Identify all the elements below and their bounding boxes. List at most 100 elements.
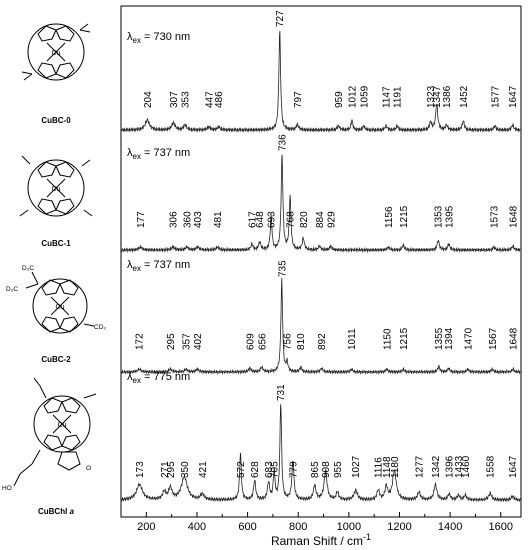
peak-label: 693	[267, 211, 278, 228]
peak-label: 1147	[382, 86, 393, 108]
peak-label: 1059	[359, 85, 370, 108]
peak-label: 306	[169, 211, 180, 228]
peak-label: 1558	[486, 455, 497, 478]
peak-label: 204	[143, 91, 154, 108]
peak-label: 959	[334, 91, 345, 108]
peak-label: 727	[275, 10, 286, 27]
spectrum-line	[121, 277, 521, 376]
excitation-label: λex = 775 nm	[127, 371, 190, 385]
excitation-label: λex = 737 nm	[127, 259, 190, 273]
peak-label: 1011	[347, 328, 358, 350]
x-tick-label: 400	[188, 521, 206, 533]
peak-label: 884	[315, 211, 326, 228]
peak-label: 1191	[393, 86, 404, 108]
peak-label: 1433	[454, 455, 465, 478]
peak-label: 768	[286, 211, 297, 228]
peak-label: 908	[321, 461, 332, 478]
peak-label: 892	[317, 333, 328, 350]
cd3-label: D₃C	[6, 286, 18, 293]
molecule-cubc-1: Cu CuBC-1	[0, 140, 112, 248]
peak-label: 1396	[445, 455, 456, 478]
peak-label: 735	[277, 260, 288, 277]
peak-label: 402	[193, 333, 204, 350]
x-tick-label: 1600	[489, 521, 513, 533]
peak-label: 481	[213, 211, 224, 228]
svg-text:Cu: Cu	[52, 186, 61, 193]
peak-label: 1452	[459, 85, 470, 108]
spectrum-line	[121, 154, 521, 254]
peak-label: 1647	[508, 455, 519, 478]
cd3-label: D₃C	[22, 265, 34, 272]
x-tick-label: 600	[238, 521, 256, 533]
peak-label: 731	[276, 384, 287, 401]
peak-label: 1394	[444, 327, 455, 350]
peak-label: 1215	[399, 327, 410, 350]
peak-label: 1647	[508, 85, 519, 108]
peak-label: 810	[296, 333, 307, 350]
peak-label: 177	[136, 211, 147, 228]
peak-label: 421	[198, 461, 209, 478]
peak-label: 1648	[508, 327, 519, 350]
peak-label: 705	[270, 461, 281, 478]
svg-text:Cu: Cu	[58, 422, 67, 429]
peak-label: 1156	[384, 206, 395, 228]
structure-cubc-2-drawing: Cu D₃C D₃C CD₃	[6, 265, 106, 334]
peak-label: 1150	[382, 328, 393, 350]
peak-label: 1386	[442, 85, 453, 108]
peak-label: 648	[255, 211, 266, 228]
peak-label: 1567	[488, 327, 499, 350]
x-tick-label: 1200	[387, 521, 411, 533]
peak-label: 360	[182, 211, 193, 228]
peak-label: 628	[250, 461, 261, 478]
peak-label: 1577	[490, 85, 501, 108]
molecule-cubc-2: Cu D₃C D₃C CD₃ CuBC-2	[0, 258, 112, 364]
peak-label: 1460	[461, 455, 472, 478]
peak-label: 403	[193, 211, 204, 228]
peak-label: 353	[181, 91, 192, 108]
peak-label: 683	[264, 461, 275, 478]
peak-label: 307	[169, 91, 180, 108]
peak-label: 1353	[434, 205, 445, 228]
excitation-label: λex = 737 nm	[127, 147, 190, 161]
peak-label: 955	[333, 461, 344, 478]
peak-label: 929	[326, 211, 337, 228]
x-tick-label: 200	[137, 521, 155, 533]
peak-label: 295	[166, 333, 177, 350]
molecule-cubchl-a: Cu HO O CuBChl a	[0, 368, 112, 516]
peak-label: 756	[283, 333, 294, 350]
peak-label: 1012	[347, 85, 358, 108]
compound-label: CuBChl a	[37, 507, 74, 516]
peak-label: 1148	[382, 456, 393, 478]
structure-cubc-1-drawing: Cu	[19, 155, 93, 217]
peak-label: 1027	[351, 455, 362, 478]
peak-label: 357	[182, 333, 193, 350]
peak-label: 1470	[463, 327, 474, 350]
spectrum-line	[121, 30, 521, 133]
compound-label: CuBC-1	[41, 239, 71, 248]
compound-label: CuBC-0	[41, 116, 71, 125]
peak-label: 271	[160, 461, 171, 478]
peak-label: 572	[236, 461, 247, 478]
peak-label: 779	[288, 461, 299, 478]
plot-frame	[120, 5, 522, 518]
peak-label: 1395	[444, 205, 455, 228]
peak-label: 486	[214, 91, 225, 108]
peak-label: 1347	[432, 85, 443, 108]
peak-label: 1323	[426, 85, 437, 108]
peak-label: 1180	[390, 456, 401, 478]
structure-column: Cu CuBC-0 Cu CuBC-1	[0, 0, 112, 550]
peak-label: 1116	[374, 457, 385, 478]
molecule-cubc-0: Cu CuBC-0	[0, 4, 112, 125]
peak-label: 656	[257, 333, 268, 350]
peak-label: 1573	[489, 205, 500, 228]
x-axis-label: Raman Shift / cm-1	[271, 532, 371, 548]
cd3-label: CD₃	[94, 324, 106, 331]
peak-label: 172	[135, 333, 146, 350]
peak-label: 295	[166, 461, 177, 478]
structure-cubchl-a-drawing: Cu HO O	[2, 377, 97, 492]
svg-text:Cu: Cu	[52, 50, 61, 57]
